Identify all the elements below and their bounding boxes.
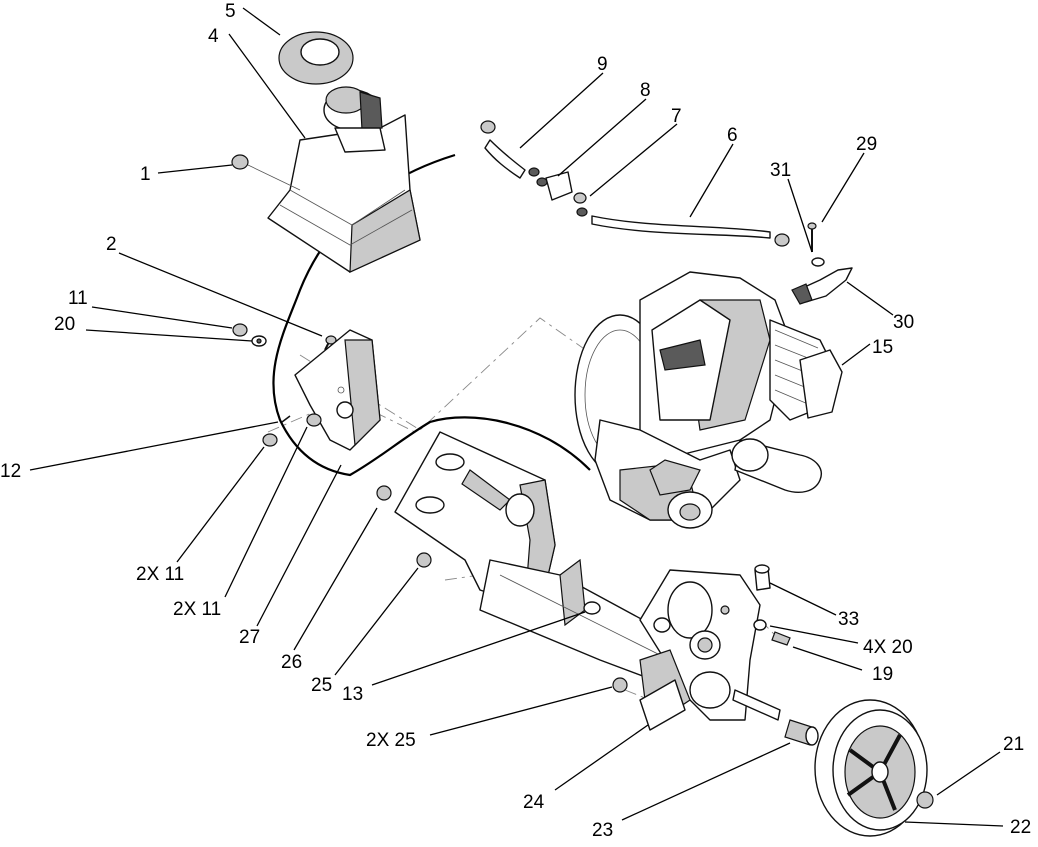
callout-27: 27 [239, 627, 260, 648]
callout-7: 7 [671, 106, 682, 127]
choke-lever-assembly [791, 222, 853, 305]
callout-8: 8 [640, 80, 651, 101]
callout-4: 4 [208, 26, 219, 47]
callout-20: 20 [54, 314, 75, 335]
fuel-tank [267, 86, 421, 273]
bracket-27 [294, 329, 381, 451]
callout-19: 19 [872, 664, 893, 685]
callout-15: 15 [872, 337, 893, 358]
callout-21: 21 [1003, 734, 1024, 755]
pin-washer-bolt [753, 564, 791, 646]
nut-1 [231, 154, 301, 191]
callout-4x20: 4X 20 [863, 637, 913, 658]
callout-11: 11 [68, 288, 88, 309]
callout-5: 5 [225, 1, 236, 22]
callout-13: 13 [342, 684, 363, 705]
callout-2: 2 [106, 234, 117, 255]
tank-cap-ring [278, 31, 354, 85]
callout-23: 23 [592, 820, 613, 841]
callout-33: 33 [838, 609, 859, 630]
callout-24: 24 [523, 792, 545, 813]
callout-6: 6 [727, 125, 738, 146]
nut-25 [416, 552, 432, 568]
callout-9: 9 [597, 54, 608, 75]
callout-2x11-b: 2X 11 [173, 599, 221, 620]
washer-nuts-left [232, 323, 322, 447]
callout-22: 22 [1010, 817, 1031, 838]
axle-spacer-23 [732, 689, 819, 746]
bracket-24 [639, 679, 686, 731]
wheel-22 [814, 699, 934, 837]
callout-25: 25 [311, 675, 332, 696]
axle-tube-13 [479, 558, 681, 691]
fuel-line-fittings [480, 120, 790, 247]
callout-26: 26 [281, 652, 302, 673]
callout-1: 1 [140, 164, 151, 185]
callout-31: 31 [770, 160, 791, 181]
callout-30: 30 [893, 312, 914, 333]
callout-2x25: 2X 25 [366, 730, 416, 751]
engine [574, 271, 843, 529]
callout-12: 12 [0, 461, 21, 482]
callout-2x11-a: 2X 11 [136, 564, 184, 585]
callout-29: 29 [856, 134, 877, 155]
nut-2x25 [612, 677, 628, 693]
leader-lines [29, 7, 1004, 827]
